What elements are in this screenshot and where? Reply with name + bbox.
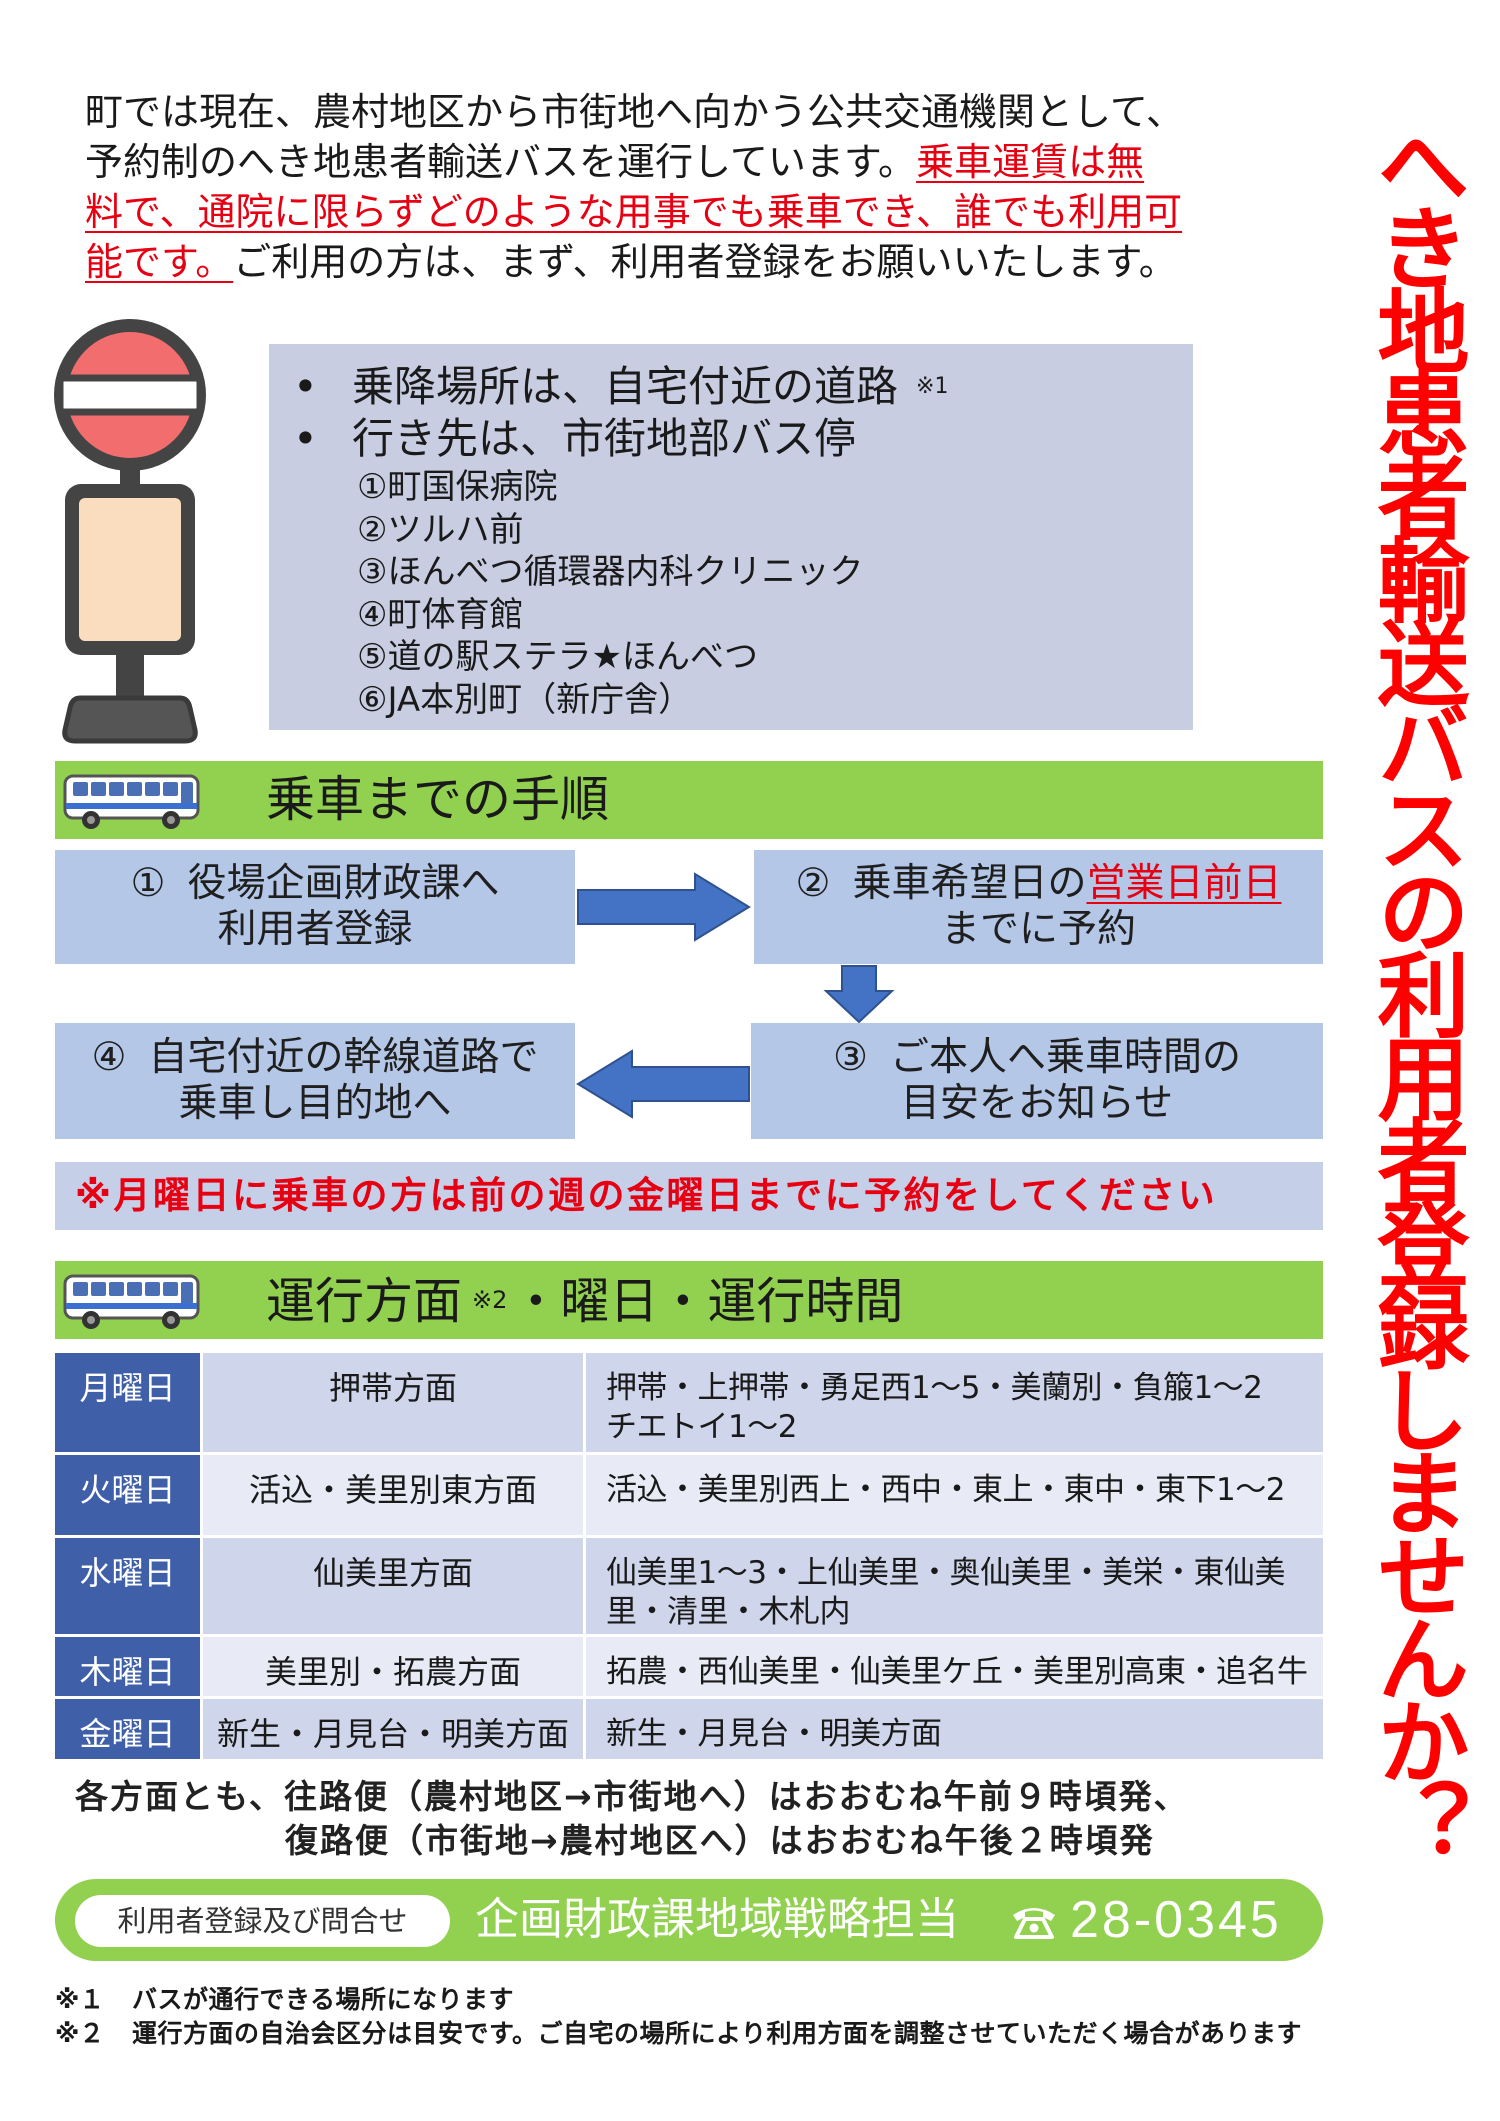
info-box: 乗降場所は、自宅付近の道路 ※1 行き先は、市街地部バス停 ①町国保病院 ②ツルハ… — [269, 344, 1193, 730]
pickup-location-bullet: 乗降場所は、自宅付近の道路 ※1 — [293, 361, 949, 413]
day-cell: 木曜日 — [55, 1637, 200, 1696]
step-text: 乗車し目的地へ — [178, 1081, 452, 1126]
areas-cell: 活込・美里別西上・西中・東上・東中・東下1～2 — [586, 1455, 1323, 1535]
intro-paragraph: 町では現在、農村地区から市街地へ向かう公共交通機関として、 予約制のへき地患者輸… — [85, 87, 1184, 287]
step-text: 役場企画財政課へ — [187, 861, 500, 906]
bus-stop-icon — [54, 319, 206, 744]
direction-cell: 美里別・拓農方面 — [203, 1637, 583, 1696]
day-cell: 火曜日 — [55, 1455, 200, 1535]
direction-cell: 新生・月見台・明美方面 — [203, 1699, 583, 1759]
pickup-location-text: 乗降場所は、自宅付近の道路 — [352, 362, 899, 411]
areas-cell: 拓農・西仙美里・仙美里ケ丘・美里別高東・追名牛 — [586, 1637, 1323, 1696]
list-item: ①町国保病院 — [357, 467, 558, 507]
footnote-text: 運行方面の自治会区分は目安です。ご自宅の場所により利用方面を調整させていただく場… — [132, 2019, 1303, 2048]
destination-bullet: 行き先は、市街地部バス停 — [293, 413, 857, 465]
intro-line: 料で、通院に限らずどのような用事でも乗車でき、誰でも利用可 — [85, 187, 1184, 237]
section-title: 運行方面 ※2・曜日・運行時間 — [266, 1261, 903, 1341]
intro-text: ご利用の方は、まず、利用者登録をお願いいたします。 — [233, 240, 1177, 284]
areas-line: 新生・月見台・明美方面 — [606, 1716, 942, 1752]
list-item: ②ツルハ前 — [357, 509, 524, 550]
outbound-time-note: 各方面とも、往路便（農村地区→市街地へ）はおおむね午前９時頃発、 — [75, 1777, 1189, 1816]
step-number: ③ — [833, 1035, 868, 1080]
step-line: ① 役場企画財政課へ — [131, 861, 500, 907]
notice-text: ※月曜日に乗車の方は前の週の金曜日までに予約をしてください — [75, 1174, 1218, 1217]
footnote-ref: ※2 — [472, 1286, 508, 1314]
footnote-mark: ※２ — [55, 2019, 105, 2048]
footnote: ※２ 運行方面の自治会区分は目安です。ご自宅の場所により利用方面を調整させていただ… — [55, 2018, 1302, 2050]
areas-line: 活込・美里別西上・西中・東上・東中・東下1～2 — [606, 1472, 1285, 1508]
intro-highlight: 乗車運賃は無 — [916, 140, 1145, 184]
intro-text: 予約制のへき地患者輸送バスを運行しています。 — [85, 140, 917, 184]
footnote-mark: ※１ — [55, 1985, 105, 2014]
section-title-main: 運行方面 — [266, 1273, 463, 1330]
areas-line: 里・清里・木札内 — [606, 1594, 851, 1630]
bus-stop-list: ①町国保病院 ②ツルハ前 ③ほんべつ循環器内科クリニック ④町体育館 ⑤道の駅ス… — [357, 466, 863, 722]
areas-line: 押帯・上押帯・勇足西1～5・美蘭別・負箙1～2 — [606, 1370, 1263, 1406]
step-highlight: 営業日前日 — [1086, 861, 1282, 906]
bus-icon — [63, 1274, 200, 1329]
list-item: ④町体育館 — [357, 594, 524, 635]
areas-line: チエトイ1～2 — [606, 1409, 797, 1445]
contact-label: 利用者登録及び問合せ — [75, 1895, 450, 1947]
list-item: ⑤道の駅ステラ★ほんべつ — [357, 637, 758, 678]
return-time-note: 復路便（市街地→農村地区へ）はおおむね午後２時頃発 — [285, 1821, 1155, 1860]
areas-cell: 仙美里1～3・上仙美里・奥仙美里・美栄・東仙美 里・清里・木札内 — [586, 1538, 1323, 1634]
areas-cell: 新生・月見台・明美方面 — [586, 1699, 1323, 1759]
areas-line: 仙美里1～3・上仙美里・奥仙美里・美栄・東仙美 — [606, 1555, 1285, 1591]
step-line: ④ 自宅付近の幹線道路で — [92, 1035, 539, 1081]
step-text: 利用者登録 — [217, 907, 413, 952]
contact-department: 企画財政課地域戦略担当 — [475, 1894, 959, 1945]
arrow-left-icon — [576, 1049, 750, 1119]
intro-line: 町では現在、農村地区から市街地へ向かう公共交通機関として、 — [85, 87, 1184, 137]
list-item: ③ほんべつ循環器内科クリニック — [357, 552, 864, 593]
step-number: ② — [795, 861, 831, 906]
steps-header: 乗車までの手順 — [55, 761, 1323, 839]
footnote-ref: ※1 — [916, 374, 949, 399]
intro-line: 予約制のへき地患者輸送バスを運行しています。乗車運賃は無 — [85, 137, 1184, 187]
areas-cell: 押帯・上押帯・勇足西1～5・美蘭別・負箙1～2 チエトイ1～2 — [586, 1353, 1323, 1452]
direction-cell: 仙美里方面 — [203, 1538, 583, 1634]
step-number: ① — [130, 861, 166, 906]
destination-text: 行き先は、市街地部バス停 — [352, 414, 857, 463]
areas-line: 拓農・西仙美里・仙美里ケ丘・美里別高東・追名牛 — [606, 1654, 1308, 1690]
contact-phone-number: 28-0345 — [1070, 1891, 1282, 1949]
contact-bar: 利用者登録及び問合せ 企画財政課地域戦略担当 28-0345 — [55, 1879, 1323, 1961]
step-text: までに予約 — [940, 907, 1136, 952]
footnote: ※１ バスが通行できる場所になります — [55, 1984, 514, 2016]
day-cell: 金曜日 — [55, 1699, 200, 1759]
step-text: 乗車希望日の — [852, 861, 1087, 906]
step-number: ④ — [91, 1035, 127, 1080]
step-4-box: ④ 自宅付近の幹線道路で 乗車し目的地へ — [55, 1023, 575, 1139]
step-line: ③ ご本人へ乗車時間の — [833, 1035, 1241, 1081]
schedule-header: 運行方面 ※2・曜日・運行時間 — [55, 1261, 1323, 1339]
section-title-rest: ・曜日・運行時間 — [511, 1273, 904, 1330]
bus-icon — [63, 774, 200, 829]
step-1-box: ① 役場企画財政課へ 利用者登録 — [55, 850, 575, 964]
phone-icon — [1013, 1908, 1055, 1939]
intro-line: 能です。ご利用の方は、まず、利用者登録をお願いいたします。 — [85, 237, 1184, 287]
monday-notice: ※月曜日に乗車の方は前の週の金曜日までに予約をしてください — [55, 1162, 1323, 1230]
direction-cell: 押帯方面 — [203, 1353, 583, 1452]
direction-cell: 活込・美里別東方面 — [203, 1455, 583, 1535]
day-cell: 水曜日 — [55, 1538, 200, 1634]
intro-highlight: 能です。 — [85, 240, 234, 284]
step-2-box: ② 乗車希望日の営業日前日 までに予約 — [754, 850, 1323, 964]
step-3-box: ③ ご本人へ乗車時間の 目安をお知らせ — [751, 1023, 1323, 1139]
step-text: 目安をお知らせ — [900, 1081, 1174, 1126]
day-cell: 月曜日 — [55, 1353, 200, 1452]
section-title: 乗車までの手順 — [266, 771, 610, 828]
footnote-text: バスが通行できる場所になります — [132, 1985, 515, 2014]
intro-highlight: 料で、通院に限らずどのような用事でも乗車でき、誰でも利用可 — [85, 190, 1183, 234]
list-item: ⑥JA本別町（新庁舎） — [357, 679, 693, 720]
arrow-down-icon — [823, 965, 895, 1024]
step-line: ② 乗車希望日の営業日前日 — [796, 861, 1282, 907]
intro-text: 町では現在、農村地区から市街地へ向かう公共交通機関として、 — [85, 90, 1184, 134]
step-text: ご本人へ乗車時間の — [889, 1035, 1241, 1080]
vertical-title: へき地患者輸送バスの利用者登録しませんか？ — [1362, 118, 1469, 1861]
step-text: 自宅付近の幹線道路で — [148, 1035, 539, 1080]
schedule-table: 月曜日 押帯方面 押帯・上押帯・勇足西1～5・美蘭別・負箙1～2 チエトイ1～2… — [55, 1353, 1323, 1759]
arrow-right-icon — [577, 872, 751, 942]
